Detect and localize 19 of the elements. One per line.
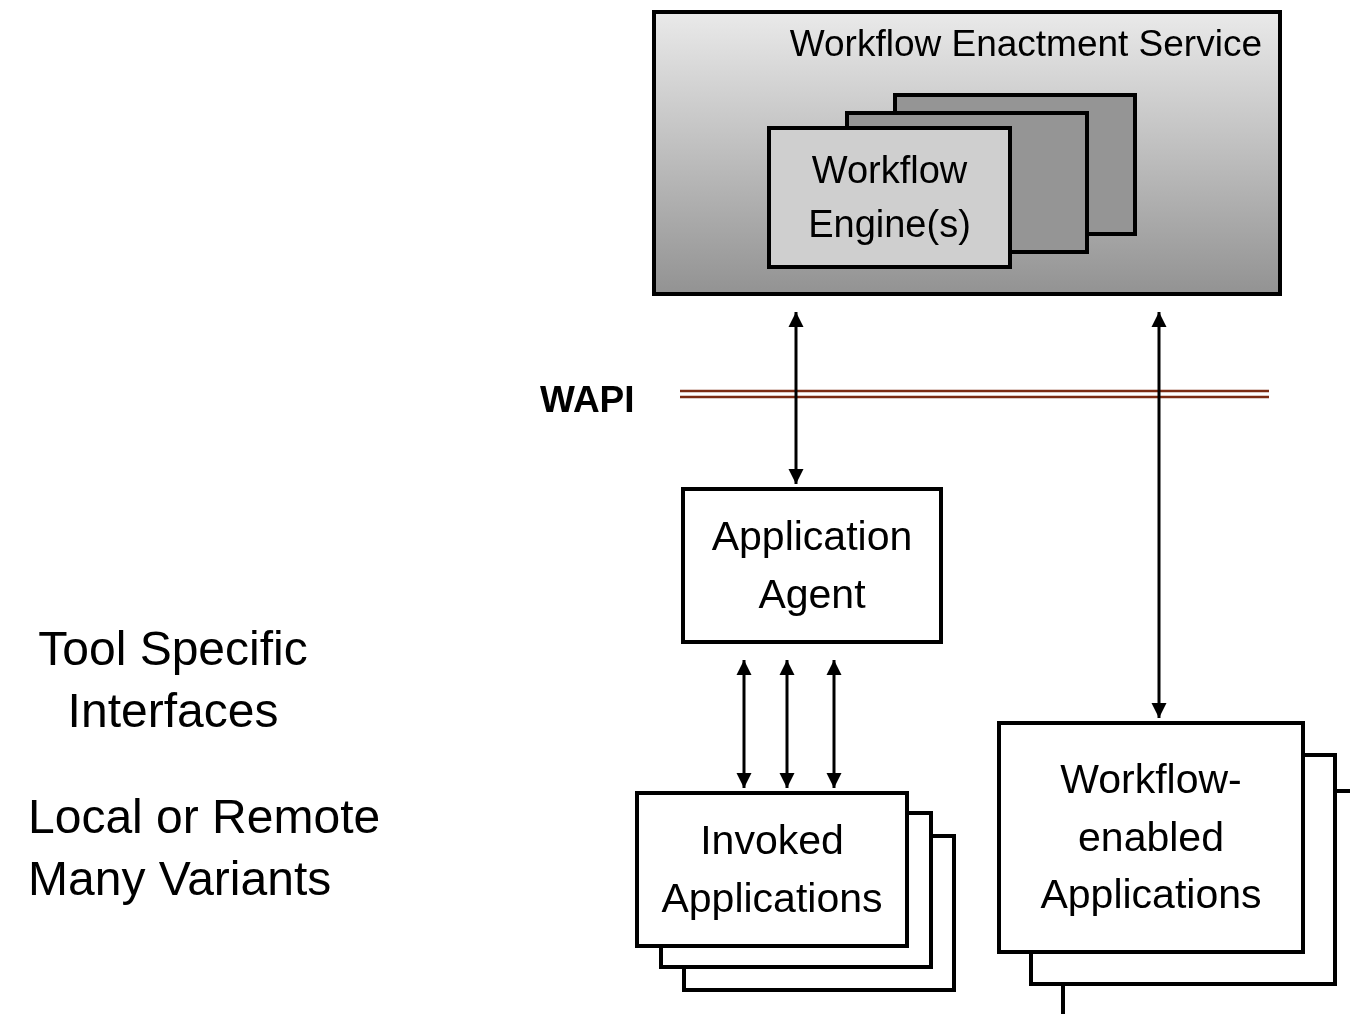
arrow: [1151, 312, 1167, 718]
process-box: [681, 487, 943, 644]
card-stack: [767, 93, 1137, 269]
interface-label: WAPI: [540, 378, 635, 422]
arrow: [736, 660, 752, 788]
node-label: Workflow Engine(s): [807, 148, 972, 247]
card-stack: [997, 721, 1350, 1014]
container-box: [652, 10, 1282, 296]
card-stack: [635, 791, 956, 992]
node-label: Invoked Applications: [660, 816, 884, 923]
arrow: [826, 660, 842, 788]
node-label: Workflow- enabled Applications: [1039, 755, 1263, 920]
side-label: Tool Specific Interfaces: [37, 621, 309, 740]
arrow: [779, 660, 795, 788]
container-title: Workflow Enactment Service: [789, 24, 1262, 65]
arrow: [788, 312, 804, 484]
node-label: Application Agent: [710, 512, 914, 619]
side-label: Local or Remote: [28, 789, 381, 845]
side-label: Many Variants: [28, 851, 332, 907]
